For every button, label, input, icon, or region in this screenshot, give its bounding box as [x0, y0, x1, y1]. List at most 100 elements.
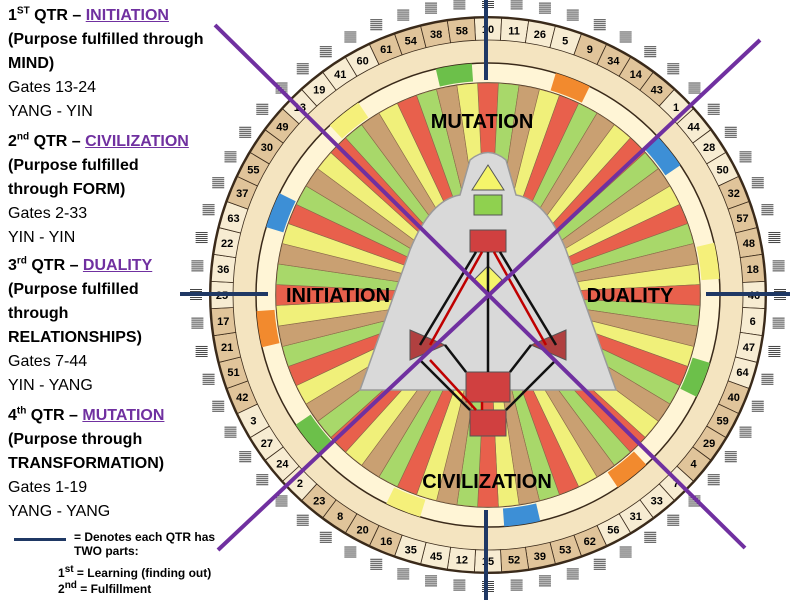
hexagram-icons — [190, 0, 786, 592]
quarter-polarity: YIN - YIN — [8, 229, 76, 246]
zodiac-glyph-icon — [680, 357, 710, 397]
zodiac-glyph-icon — [435, 63, 474, 87]
hexagram-icon — [510, 579, 523, 591]
hexagram-icon — [538, 2, 551, 14]
gate-number: 11 — [508, 25, 520, 37]
hexagram-icon — [772, 260, 785, 272]
gate-number: 30 — [261, 142, 273, 154]
gate-number: 27 — [261, 438, 273, 450]
gate-number: 35 — [405, 545, 417, 557]
gate-number: 1 — [673, 102, 679, 114]
hexagram-icon — [667, 514, 680, 526]
legend-line-4: 2nd = Fulfillment — [58, 580, 152, 597]
hexagram-icon — [593, 558, 606, 570]
gate-number: 2 — [297, 478, 303, 490]
gate-number: 52 — [508, 555, 520, 567]
gate-number: 49 — [276, 121, 288, 133]
gate-number: 5 — [562, 35, 568, 47]
gate-number: 6 — [750, 316, 756, 328]
legend-line-1: = Denotes each QTR has — [74, 530, 216, 544]
hexagram-icon — [772, 317, 785, 329]
hexagram-icon — [453, 579, 466, 591]
gate-number: 21 — [221, 342, 233, 354]
zodiac-glyph-icon — [295, 414, 332, 454]
quarter-purpose: (Purpose through — [8, 431, 143, 448]
zodiac-color-arcs — [256, 63, 720, 527]
hexagram-icon — [344, 546, 357, 558]
hexagram-icon — [195, 345, 208, 357]
gate-number: 18 — [747, 264, 759, 276]
hexagram-icon — [724, 451, 737, 463]
hexagram-icon — [296, 63, 309, 75]
quarter-description: 1ST QTR – INITIATION(Purpose fulfilled t… — [8, 4, 204, 124]
gate-number: 55 — [247, 165, 259, 177]
hexagram-icon — [224, 426, 237, 438]
hexagram-icon — [751, 177, 764, 189]
gate-number: 12 — [456, 555, 468, 567]
gate-number: 43 — [651, 84, 663, 96]
quarter-gates: Gates 2-33 — [8, 205, 88, 222]
zodiac-glyph-icon — [550, 73, 590, 103]
wheel-label-mutation: MUTATION — [431, 111, 534, 133]
gate-number: 37 — [236, 188, 248, 200]
gate-number: 34 — [607, 55, 620, 67]
zodiac-glyph-icon — [644, 136, 681, 176]
gate-number: 17 — [217, 316, 229, 328]
hexagram-icon — [707, 474, 720, 486]
gate-number: 39 — [534, 551, 546, 563]
hexagram-icon — [425, 2, 438, 14]
quarter-title: CIVILIZATION — [85, 133, 189, 150]
hexagram-icon — [202, 204, 215, 216]
hexagram-icon — [212, 400, 225, 412]
hexagram-icon — [707, 103, 720, 115]
quarter-axes — [180, 0, 790, 600]
hexagram-icon — [256, 474, 269, 486]
wheel-label-duality: DUALITY — [587, 285, 674, 307]
hexagram-icon — [593, 19, 606, 31]
gate-number: 24 — [276, 459, 289, 471]
quarter-gates: Gates 7-44 — [8, 353, 88, 370]
gate-number: 59 — [716, 415, 728, 427]
hexagram-icon — [619, 546, 632, 558]
quarter-title: DUALITY — [82, 257, 153, 274]
zodiac-glyph-icon — [607, 451, 647, 488]
gate-number: 22 — [221, 238, 233, 250]
gate-number: 3 — [250, 415, 256, 427]
gate-number: 44 — [687, 121, 700, 133]
quarter-title: INITIATION — [85, 7, 169, 24]
hexagram-icon — [739, 426, 752, 438]
gate-number: 64 — [736, 367, 749, 379]
hexagram-icon — [191, 260, 204, 272]
hexagram-icon — [239, 451, 252, 463]
gate-number: 9 — [587, 44, 593, 56]
legend-line-2: TWO parts: — [74, 544, 139, 558]
quarter-polarity: YANG - YIN — [8, 103, 93, 120]
quarter-title: MUTATION — [82, 407, 165, 424]
quarter-purpose: (Purpose fulfilled through — [8, 31, 204, 48]
gate-number: 56 — [607, 525, 619, 537]
hexagram-icon — [319, 531, 332, 543]
quarter-purpose: TRANSFORMATION) — [8, 455, 165, 472]
gate-number: 58 — [456, 25, 468, 37]
hexagram-icon — [644, 46, 657, 58]
gate-number: 7 — [673, 478, 679, 490]
hexagram-icon — [538, 575, 551, 587]
gate-number: 57 — [736, 213, 748, 225]
gate-number: 36 — [217, 264, 229, 276]
gate-number-ring: 1011265934144314428503257481846647644059… — [210, 17, 766, 573]
gate-cell — [446, 17, 476, 44]
zodiac-glyph-icon — [696, 242, 720, 281]
quarter-purpose: through FORM) — [8, 181, 126, 198]
hexagram-icon — [370, 558, 383, 570]
hexagram-icon — [397, 568, 410, 580]
bodygraph-figure — [358, 151, 618, 437]
gate-number: 51 — [227, 367, 239, 379]
gate-number: 48 — [743, 238, 755, 250]
quarter-heading: 2nd QTR – CIVILIZATION — [8, 131, 189, 150]
gate-number: 29 — [703, 438, 715, 450]
gate-number: 63 — [227, 213, 239, 225]
hexagram-icon — [566, 9, 579, 21]
